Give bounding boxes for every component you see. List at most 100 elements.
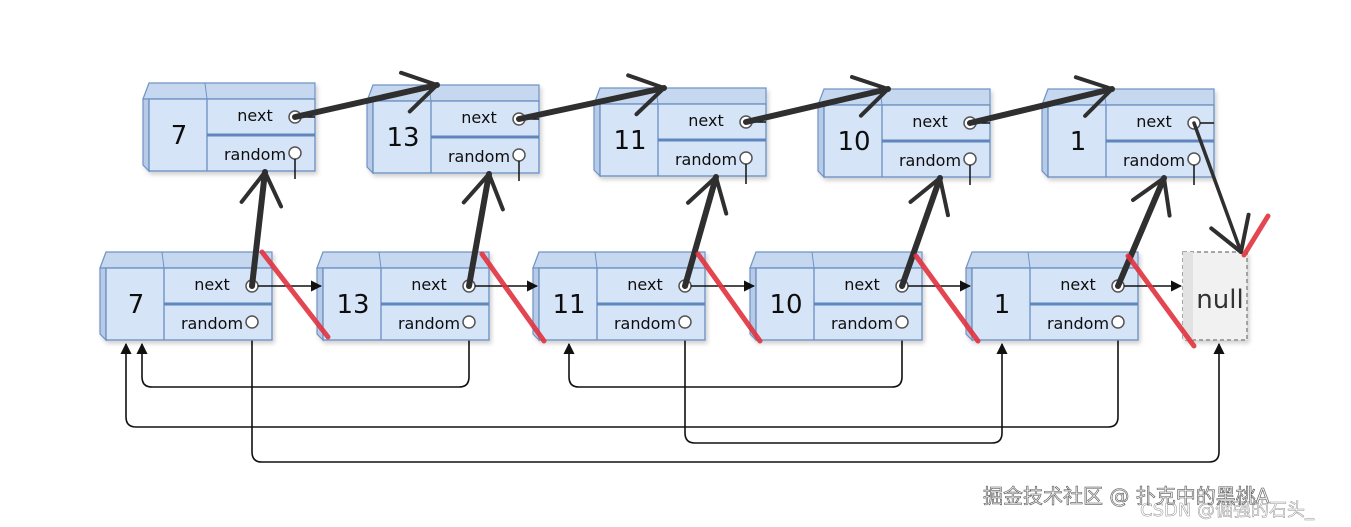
handarrow-copy-next-2 [743, 74, 891, 125]
arrow-shaft [516, 85, 667, 122]
random-pointer-icon [245, 315, 259, 329]
arrow-shaft [466, 171, 492, 289]
watermark-juejin: 掘金技术社区 @ 扑克中的黑桃A [983, 484, 1270, 508]
original-value: 1 [994, 290, 1011, 320]
random-link-o4-o0 [120, 328, 1119, 428]
next-field-label: next [237, 106, 272, 125]
arrow-shaft [967, 86, 1115, 126]
arrow-head [1083, 87, 1114, 118]
cut-mark-o1-o2 [479, 251, 547, 344]
cut-mark-o0-o1 [259, 249, 331, 340]
handarrow-o0-c0 [239, 169, 284, 289]
random-field-label: random [398, 314, 460, 333]
next-field-label: next [844, 275, 879, 294]
arrow-head [263, 170, 284, 209]
node-side-face [1041, 104, 1049, 179]
node-top-divider [811, 251, 815, 269]
cut-mark-o4-null [1125, 253, 1197, 349]
random-pointer-icon [288, 146, 302, 160]
copied-value: 1 [1070, 127, 1087, 157]
node-top-divider [204, 82, 208, 100]
random-link-o1-o0 [136, 328, 470, 388]
arrow-shaft [1115, 175, 1167, 289]
random-pointer-icon [1187, 152, 1201, 166]
next-field-label: next [912, 112, 947, 131]
node-top-face [316, 251, 490, 269]
arrow-shaft [249, 169, 268, 289]
arrow-head [626, 73, 666, 90]
random-field-label: random [899, 151, 961, 170]
cut-mark-c4-null [1241, 213, 1271, 258]
node-side-face [99, 267, 107, 342]
node-side-face [593, 103, 601, 178]
handarrow-copy-next-3 [967, 75, 1115, 126]
arrow-head [858, 87, 890, 118]
random-pointer-icon [1111, 315, 1125, 329]
arrow-head [461, 172, 491, 205]
node-side-face [817, 104, 825, 179]
random-pointer-icon [512, 148, 526, 162]
watermark-csdn: CSDN @倔强的石头_ [1140, 500, 1315, 521]
node-top-face [142, 82, 316, 100]
null-side [1183, 252, 1193, 340]
node-top-divider [1027, 251, 1031, 269]
copied-node: 1 next random [1041, 88, 1215, 179]
arrow-head [686, 175, 718, 205]
copied-value: 13 [386, 123, 419, 153]
random-pointer-icon [895, 315, 909, 329]
arrow-head [1209, 226, 1243, 254]
next-field-label: next [1060, 275, 1095, 294]
arrow-shaft [899, 175, 943, 289]
arrow-head [239, 170, 267, 204]
random-field-label: random [181, 314, 243, 333]
handarrow-copy-next-0 [292, 70, 440, 120]
handarrow-o4-c4 [1115, 175, 1172, 289]
random-field-label: random [614, 314, 676, 333]
random-field-label: random [675, 150, 737, 169]
node-top-divider [594, 251, 598, 269]
random-link-o3-o2 [563, 328, 903, 388]
null-label: null [1196, 285, 1243, 315]
original-value: 11 [552, 290, 585, 320]
node-top-face [749, 251, 923, 269]
random-pointer-icon [462, 315, 476, 329]
random-field-label: random [1123, 151, 1185, 170]
arrow-shaft [1192, 121, 1243, 254]
copied-value: 10 [837, 127, 870, 157]
arrow-head [487, 172, 505, 212]
next-field-label: next [627, 275, 662, 294]
next-field-label: next [1136, 112, 1171, 131]
original-node: 11 next random [532, 251, 706, 342]
null-node: null [1182, 251, 1248, 341]
cut-mark-o2-o3 [695, 251, 763, 344]
next-field-label: next [411, 275, 446, 294]
random-pointer-icon [739, 151, 753, 165]
nodes-layer: 7nextrandom13nextrandom11nextrandom10nex… [99, 82, 1248, 342]
watermark-layer: 掘金技术社区 @ 扑克中的黑桃A CSDN @倔强的石头_ [983, 484, 1316, 522]
random-pointer-icon [963, 152, 977, 166]
node-top-face [965, 251, 1139, 269]
arrow-shaft [682, 174, 719, 289]
handarrow-copy-next-4 [1192, 121, 1251, 254]
cut-marks-layer [259, 213, 1271, 349]
random-field-label: random [448, 147, 510, 166]
arrow-head [407, 83, 439, 114]
random-pointer-icon [678, 315, 692, 329]
arrow-head [1131, 176, 1166, 203]
next-field-label: next [688, 111, 723, 130]
node-top-divider [161, 251, 165, 269]
node-side-face [142, 98, 150, 173]
handarrow-o3-c3 [899, 175, 950, 289]
random-field-label: random [224, 145, 286, 164]
random-links-layer [120, 328, 1225, 463]
handarrow-o1-c1 [461, 171, 505, 289]
arrow-head [1073, 75, 1114, 91]
node-top-divider [378, 251, 382, 269]
